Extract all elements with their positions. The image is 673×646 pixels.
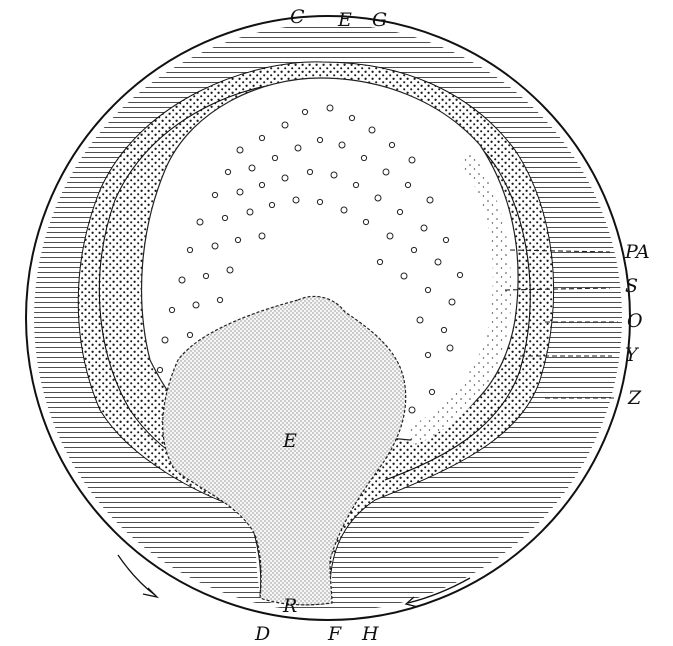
label-e-top: E: [337, 9, 352, 31]
label-h: H: [361, 623, 379, 645]
label-o: O: [627, 310, 643, 332]
label-r: R: [282, 595, 297, 617]
label-g: G: [372, 9, 387, 31]
label-pa: PA: [624, 241, 650, 263]
label-z: Z: [627, 387, 642, 409]
label-f: F: [327, 623, 342, 645]
label-e-center: E: [282, 430, 297, 452]
label-c: C: [290, 6, 305, 28]
label-d: D: [254, 623, 270, 645]
label-s: S: [625, 275, 638, 297]
label-y: Y: [625, 344, 640, 366]
